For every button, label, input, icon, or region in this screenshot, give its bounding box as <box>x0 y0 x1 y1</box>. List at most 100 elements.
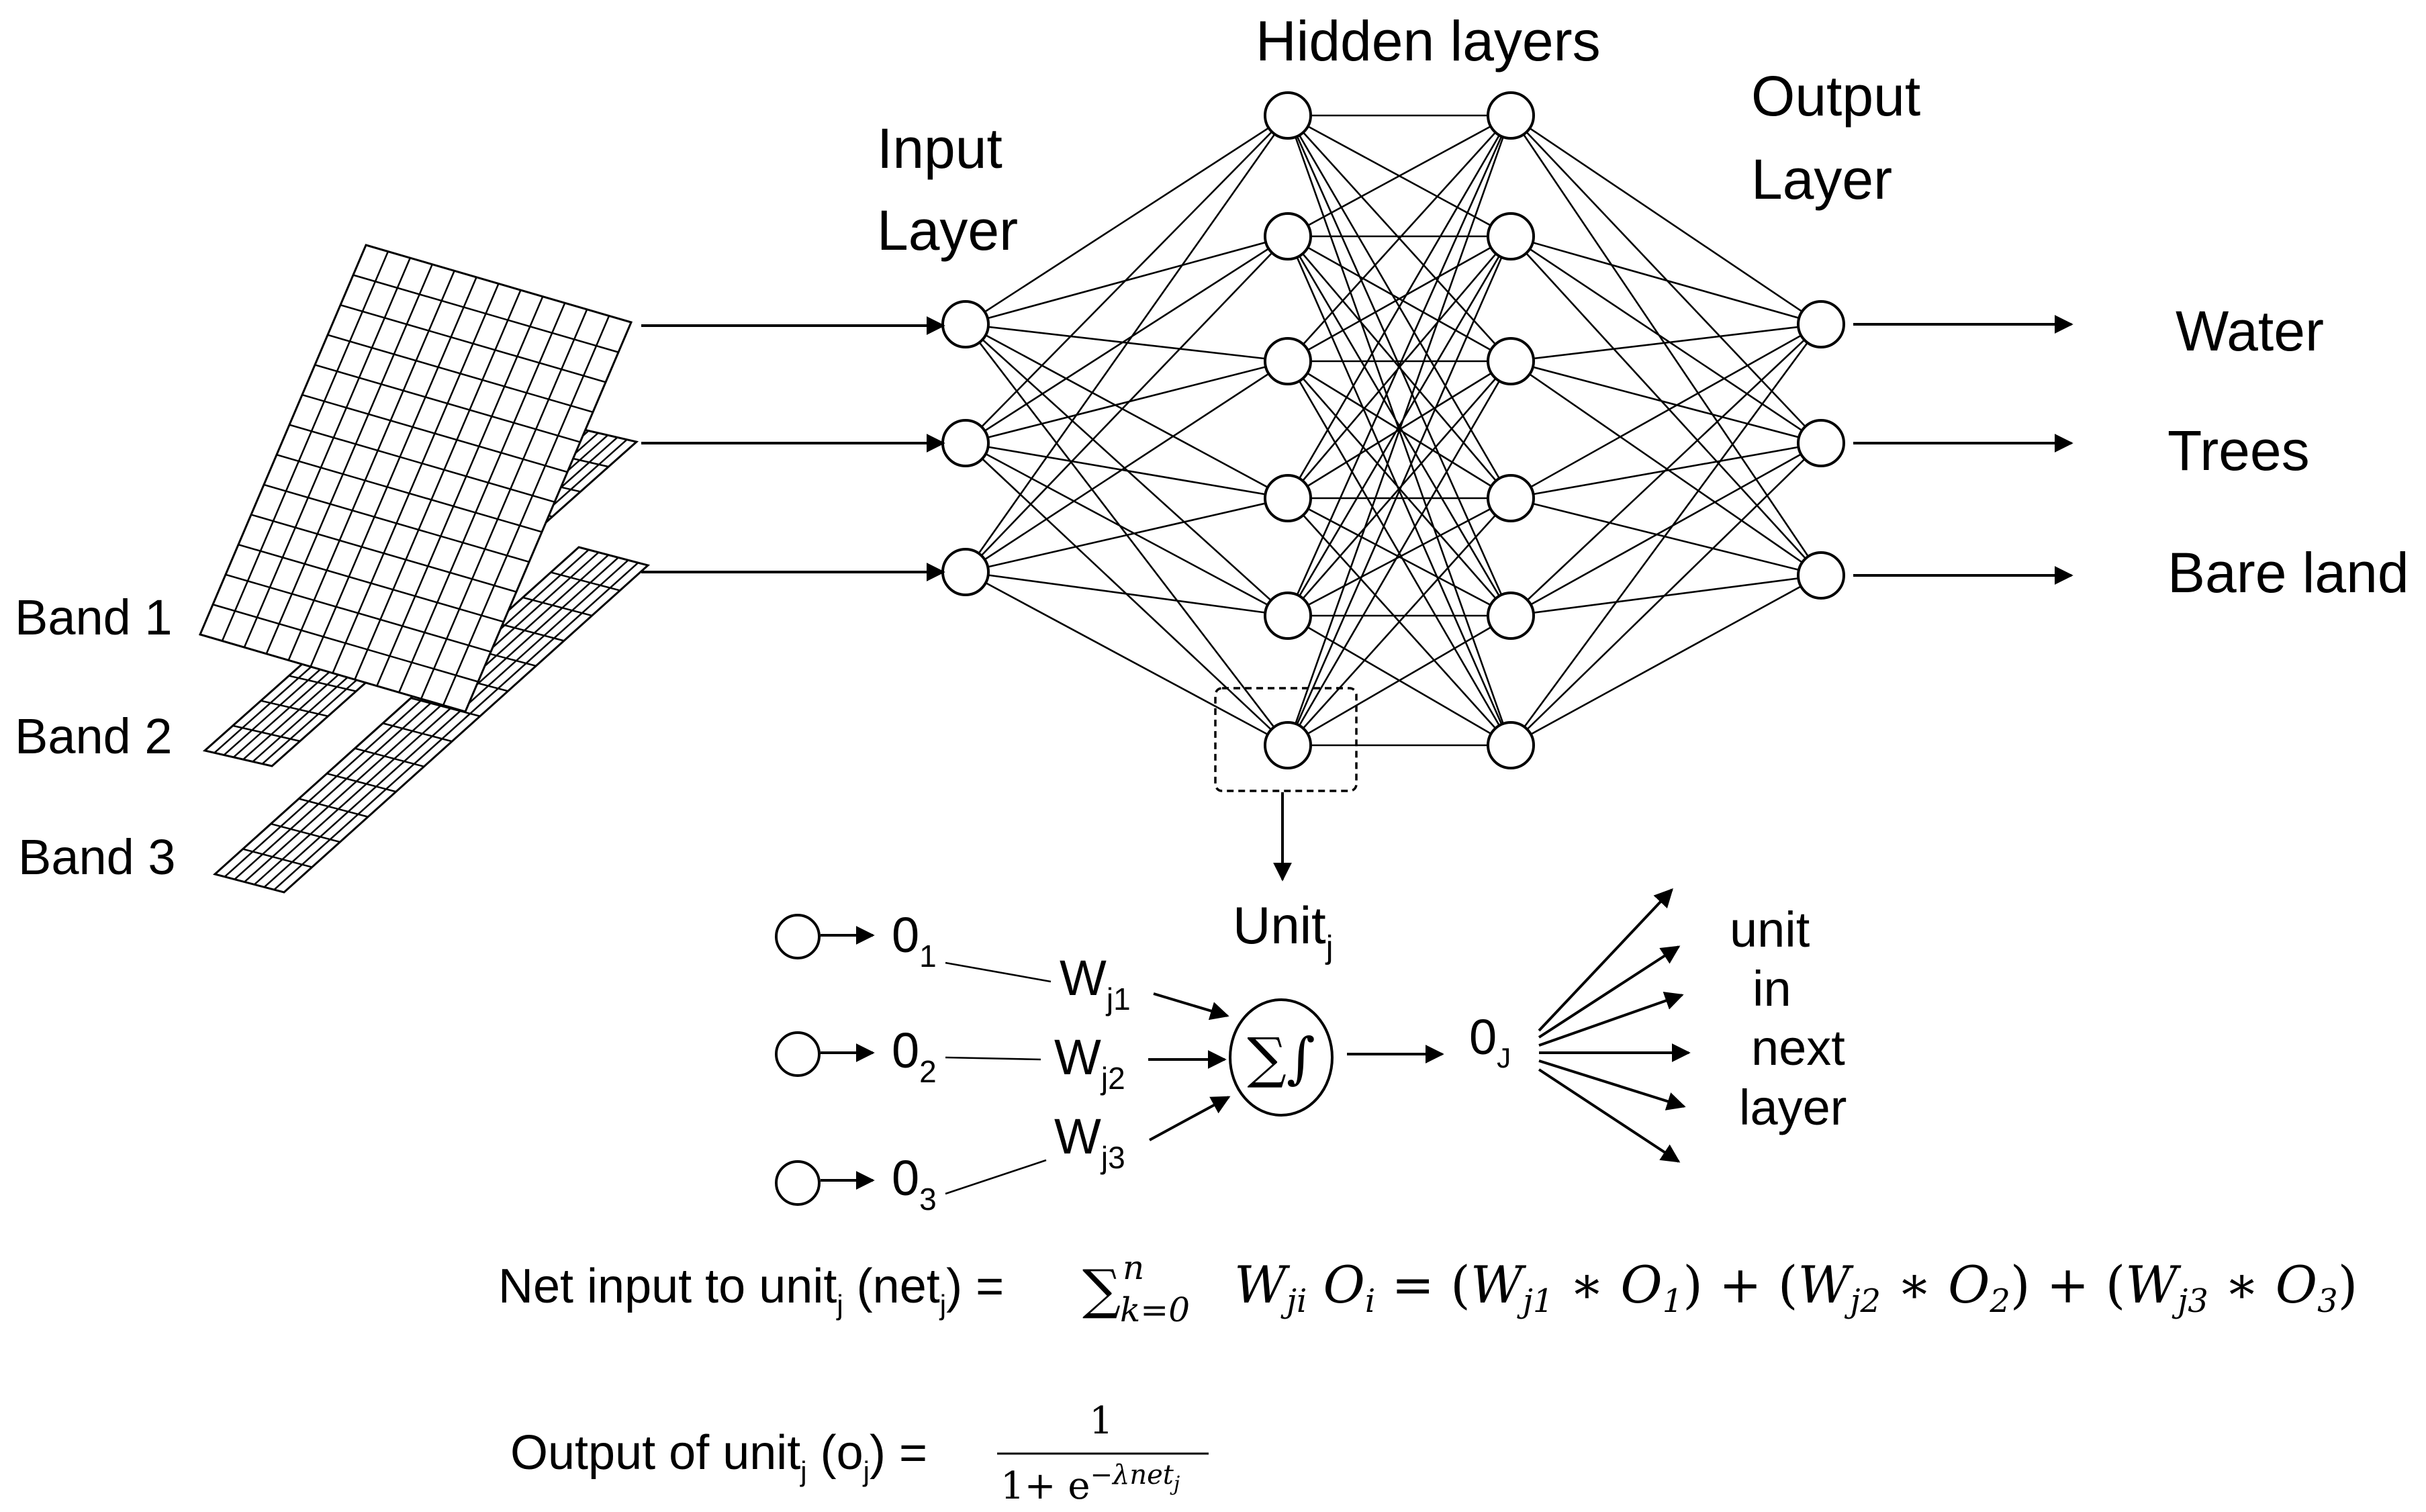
edge-input-2-to-hidden1-4 <box>965 442 1289 500</box>
unit-weight-line-3 <box>945 1159 1047 1195</box>
next-layer-text-1: unit <box>1730 902 1810 957</box>
hidden2-node-2 <box>1487 212 1535 261</box>
edge-hidden2-2-to-output-1 <box>1510 235 1822 326</box>
band-grid-1-col-line <box>243 257 411 648</box>
net-input-formula: Net input to unitj (netj) = ∑ n k=0 Wji … <box>498 1248 2358 1329</box>
fan-arrow-3 <box>1538 992 1684 1047</box>
hidden2-node-6 <box>1487 721 1535 769</box>
band-grid-3-row-line <box>298 798 369 818</box>
hidden2-node-1 <box>1487 91 1535 140</box>
net-sum-lower: k=0 <box>1120 1290 1190 1329</box>
band-grid-1-col-line <box>265 264 433 655</box>
edge-hidden1-5-to-hidden2-4 <box>1287 497 1511 617</box>
hidden2-node-3 <box>1487 337 1535 385</box>
output-formula-text: Output of unitj (oj) = <box>510 1426 927 1487</box>
unit-weight-line-2 <box>945 1056 1041 1061</box>
band-grid-3-row-line <box>550 571 620 592</box>
edge-input-3-to-hidden1-3 <box>965 360 1289 573</box>
band-grid-3-row-line <box>494 622 565 642</box>
band-grid-1-row-line <box>238 543 504 623</box>
band-label-2: Band 2 <box>15 708 173 764</box>
fraction-denominator: 1+ e−λnetj <box>1000 1460 1180 1508</box>
band-grid-1-col-line <box>221 251 389 642</box>
hidden1-node-6 <box>1264 721 1312 769</box>
band-grid-3-col-line <box>263 559 629 888</box>
band-grid-3-col-line <box>254 557 619 886</box>
band-grid-3-row-line <box>326 772 397 793</box>
band-grid-1-row-line <box>263 483 530 563</box>
band-grid-3-col-line <box>234 551 600 880</box>
unit-input-node-3 <box>775 1160 821 1206</box>
fan-arrow-2 <box>1538 945 1681 1039</box>
band-grid-3-row-line <box>271 822 340 843</box>
edge-input-2-to-hidden1-3 <box>965 360 1289 444</box>
band-grid-1-col-line <box>310 277 477 667</box>
band-grid-3-row-line <box>522 596 592 617</box>
band-grid-1-row-line <box>327 334 594 414</box>
edge-hidden2-5-to-output-2 <box>1510 442 1822 617</box>
edge-hidden1-3-to-hidden2-1 <box>1287 115 1511 362</box>
band-grid-1-row-line <box>301 393 568 473</box>
band-grid-1-row-line <box>314 364 581 443</box>
edge-hidden2-3-to-output-3 <box>1510 360 1822 577</box>
unit-weight-arrow-1 <box>1153 992 1229 1021</box>
edge-hidden1-6-to-hidden2-2 <box>1287 236 1512 746</box>
band-label-1: Band 1 <box>15 589 173 645</box>
edge-hidden2-4-to-output-3 <box>1510 497 1822 577</box>
fraction-numerator: 1 <box>1089 1399 1113 1443</box>
net-sum-upper: n <box>1123 1248 1144 1287</box>
next-layer-text-4: layer <box>1739 1080 1847 1135</box>
edge-hidden1-6-to-hidden2-5 <box>1287 614 1511 747</box>
band-grid-1-col-line <box>287 270 455 661</box>
edge-hidden1-5-to-hidden2-3 <box>1287 361 1511 616</box>
hidden1-node-5 <box>1264 592 1312 640</box>
hidden1-node-2 <box>1264 212 1312 261</box>
unit-input-node-1 <box>775 914 821 959</box>
hidden2-node-5 <box>1487 592 1535 640</box>
band-grid-3-outline <box>212 546 651 894</box>
band-grid-3-col-line <box>244 554 609 883</box>
network-edges <box>964 114 1822 747</box>
band-label-3: Band 3 <box>18 829 176 885</box>
band-grid-1-row-line <box>353 274 619 353</box>
net-input-text: Net input to unitj (netj) = <box>498 1260 1004 1321</box>
band-grid-1-row-line <box>225 573 492 653</box>
input-node-1 <box>941 300 990 348</box>
edge-hidden1-3-to-hidden2-2 <box>1287 235 1511 363</box>
edge-input-2-to-hidden1-2 <box>965 235 1289 444</box>
output-node-1 <box>1797 300 1845 348</box>
edge-hidden2-1-to-output-2 <box>1510 115 1822 444</box>
output-layer-title-line2: Layer <box>1751 148 1892 211</box>
band-grid-1-row-line <box>276 454 543 533</box>
fan-arrow-6 <box>1538 1068 1681 1163</box>
edge-hidden1-4-to-hidden2-1 <box>1287 115 1512 499</box>
edge-hidden2-3-to-output-2 <box>1510 360 1822 444</box>
band-grid-2-row-line <box>232 724 301 743</box>
edge-input-3-to-hidden1-1 <box>964 115 1289 573</box>
band-grid-2-row-line <box>289 675 357 692</box>
output-formula: Output of unitj (oj) = 1 1+ e−λnetj <box>510 1399 1209 1508</box>
band-grid-1-col-line <box>376 296 544 687</box>
edge-hidden1-2-to-hidden2-1 <box>1287 114 1511 238</box>
edge-hidden2-3-to-output-1 <box>1510 323 1822 363</box>
edge-input-2-to-hidden1-1 <box>965 115 1289 444</box>
next-layer-text-3: next <box>1751 1020 1845 1076</box>
edge-input-3-to-hidden1-5 <box>965 571 1289 617</box>
unit-weight-arrow-3 <box>1149 1096 1231 1141</box>
band-grids <box>198 244 651 894</box>
band-grid-3-col-line <box>273 562 639 891</box>
edge-input-3-to-hidden1-6 <box>965 571 1289 747</box>
unit-output-label: 0J <box>1469 1009 1511 1074</box>
edge-hidden2-2-to-output-2 <box>1510 235 1822 444</box>
unit-inputs: 01 02 03 Wj1 Wj2 Wj3 ∑∫ 0J unit in next … <box>775 888 1847 1217</box>
edge-hidden2-2-to-output-3 <box>1510 236 1822 576</box>
unit-weight-wj3: Wj3 <box>1054 1108 1125 1175</box>
band-grid-1 <box>198 244 633 713</box>
edge-hidden2-6-to-output-3 <box>1510 574 1822 747</box>
band-grid-1-col-line <box>398 302 566 693</box>
edge-hidden1-5-to-hidden2-1 <box>1287 115 1512 616</box>
band-grid-3-col-line <box>224 549 590 878</box>
band-grid-2-row-line <box>261 700 328 717</box>
band-grid-1-row-line <box>212 604 479 683</box>
